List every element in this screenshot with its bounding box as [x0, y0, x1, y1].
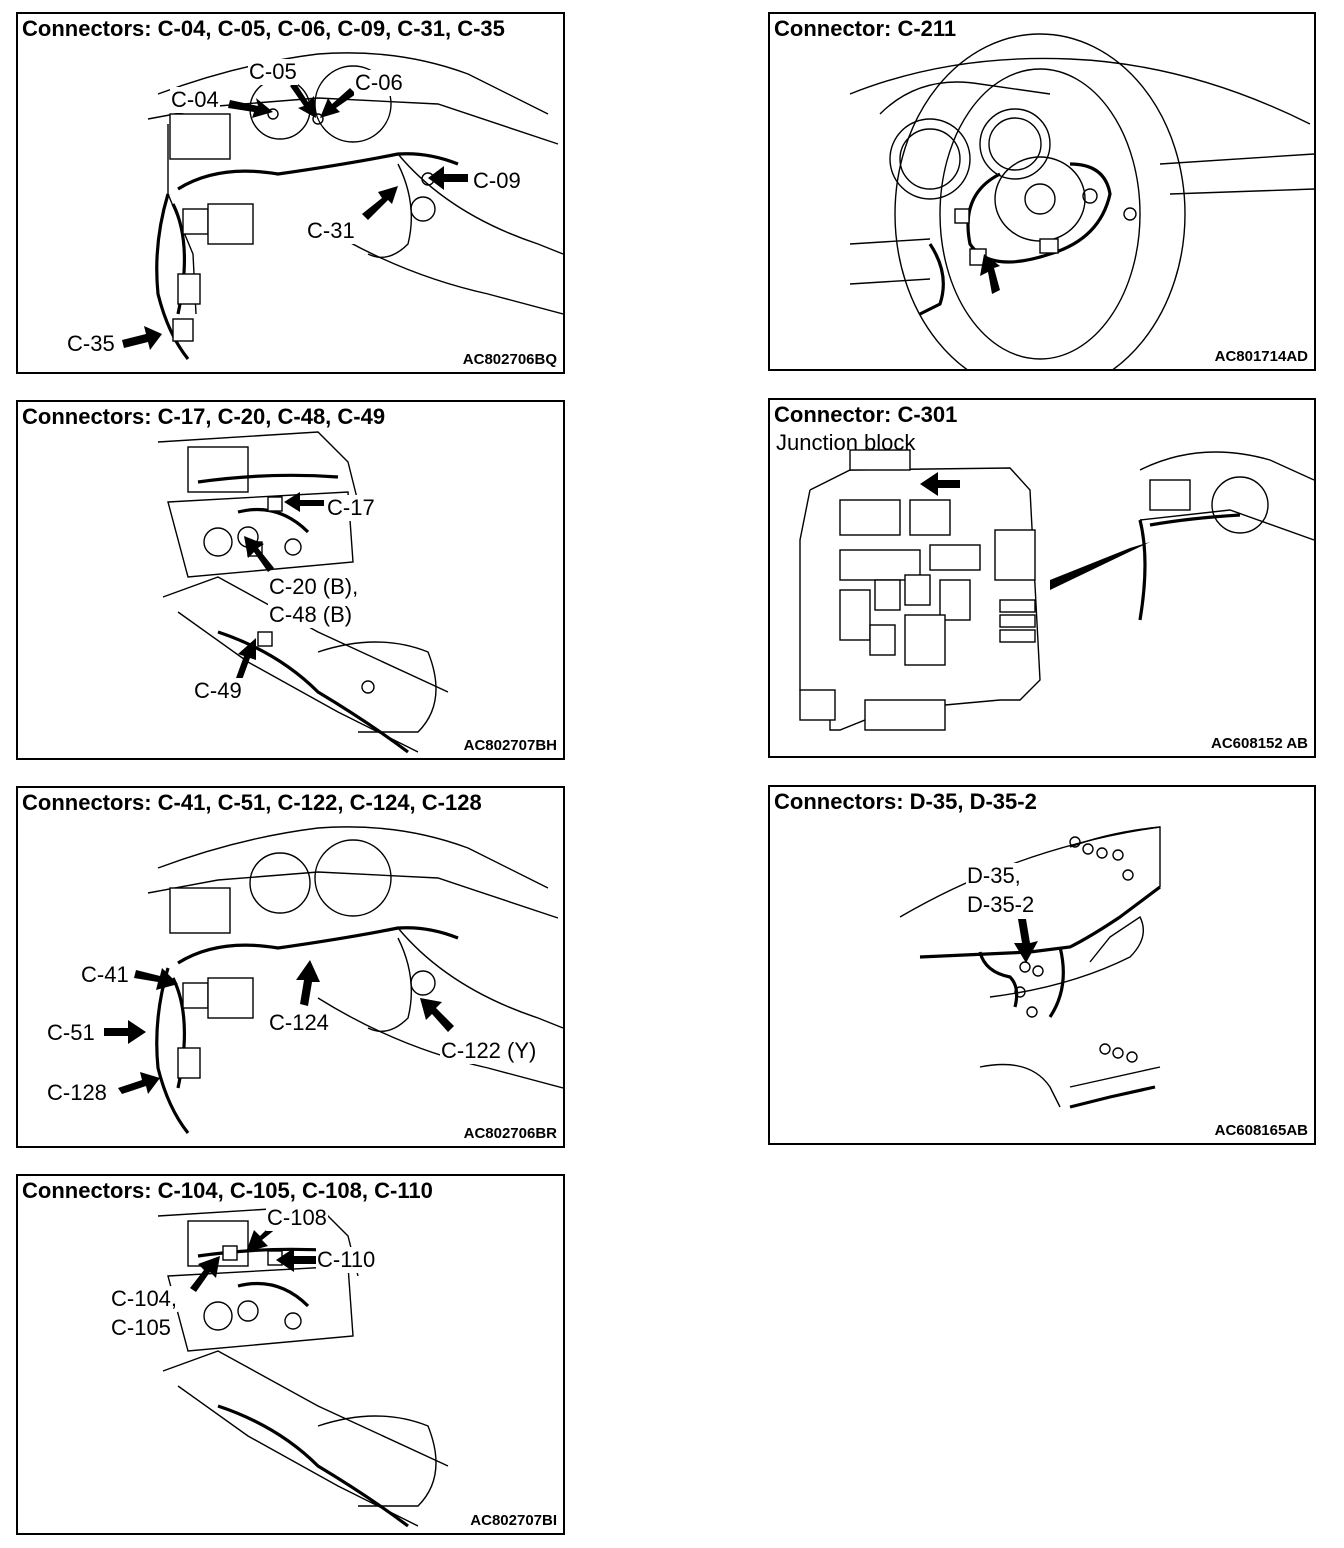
label-c04: C-04 — [170, 87, 220, 113]
label-c48-b: C-48 (B) — [268, 602, 354, 628]
label-c104: C-104, — [110, 1286, 179, 1312]
panel-title: Connectors: C-17, C-20, C-48, C-49 — [22, 404, 386, 429]
label-c05: C-05 — [248, 59, 298, 85]
label-c31: C-31 — [306, 218, 356, 244]
diagram-panel-c211: Connector: C-211 AC801714AD — [768, 12, 1316, 371]
label-c105: C-105 — [110, 1315, 172, 1341]
panel-title: Connectors: C-04, C-05, C-06, C-09, C-31… — [22, 16, 505, 41]
panel-title: Connectors: D-35, D-35-2 — [774, 789, 1037, 814]
diagram-panel-d35: Connectors: D-35, D-35-2 D-35, D-35-2 AC… — [768, 785, 1316, 1145]
steering-wheel-illustration — [849, 33, 1314, 369]
label-c06: C-06 — [354, 70, 404, 96]
diagram-panel-c17-c49: Connectors: C-17, C-20, C-48, C-49 C-17 … — [16, 400, 565, 760]
floor-harness-illustration — [899, 826, 1161, 1109]
label-c122-y: C-122 (Y) — [440, 1038, 538, 1064]
label-d35: D-35, — [966, 863, 1022, 889]
figure-code: AC802707BI — [468, 1512, 557, 1530]
label-c49: C-49 — [193, 678, 243, 704]
panel-title: Connector: C-301 — [774, 402, 958, 427]
figure-code: AC801714AD — [1212, 348, 1308, 366]
dashboard-left-harness-illustration-2 — [104, 826, 563, 1134]
label-c17: C-17 — [326, 495, 376, 521]
center-console-illustration-2 — [157, 1205, 449, 1528]
figure-code: AC802707BH — [461, 737, 557, 755]
diagram-panel-c04-c35: Connectors: C-04, C-05, C-06, C-09, C-31… — [16, 12, 565, 374]
panel-title: Connectors: C-104, C-105, C-108, C-110 — [22, 1178, 433, 1203]
panel-title: Connectors: C-41, C-51, C-122, C-124, C-… — [22, 790, 482, 815]
figure-code: AC802706BR — [461, 1125, 557, 1143]
diagram-panel-c41-c128: Connectors: C-41, C-51, C-122, C-124, C-… — [16, 786, 565, 1148]
figure-code: AC802706BQ — [460, 351, 557, 369]
label-c20-b: C-20 (B), — [268, 574, 360, 600]
label-d35-2: D-35-2 — [966, 892, 1036, 918]
junction-block-illustration — [799, 449, 1314, 731]
label-c124: C-124 — [268, 1010, 330, 1036]
diagram-panel-c104-c110: Connectors: C-104, C-105, C-108, C-110 C… — [16, 1174, 565, 1535]
label-c110: C-110 — [316, 1247, 377, 1273]
figure-code: AC608152 AB — [1209, 735, 1308, 753]
diagram-panel-c301: Connector: C-301 Junction block AC608152… — [768, 398, 1316, 758]
figure-code: AC608165AB — [1212, 1122, 1308, 1140]
label-c09: C-09 — [472, 168, 522, 194]
label-c41: C-41 — [80, 962, 130, 988]
label-c51: C-51 — [46, 1020, 96, 1046]
label-c128: C-128 — [46, 1080, 108, 1106]
panel-title: Connector: C-211 — [774, 16, 957, 41]
label-c35: C-35 — [66, 331, 116, 357]
panel-subtitle: Junction block — [776, 430, 916, 455]
label-c108: C-108 — [266, 1205, 328, 1231]
